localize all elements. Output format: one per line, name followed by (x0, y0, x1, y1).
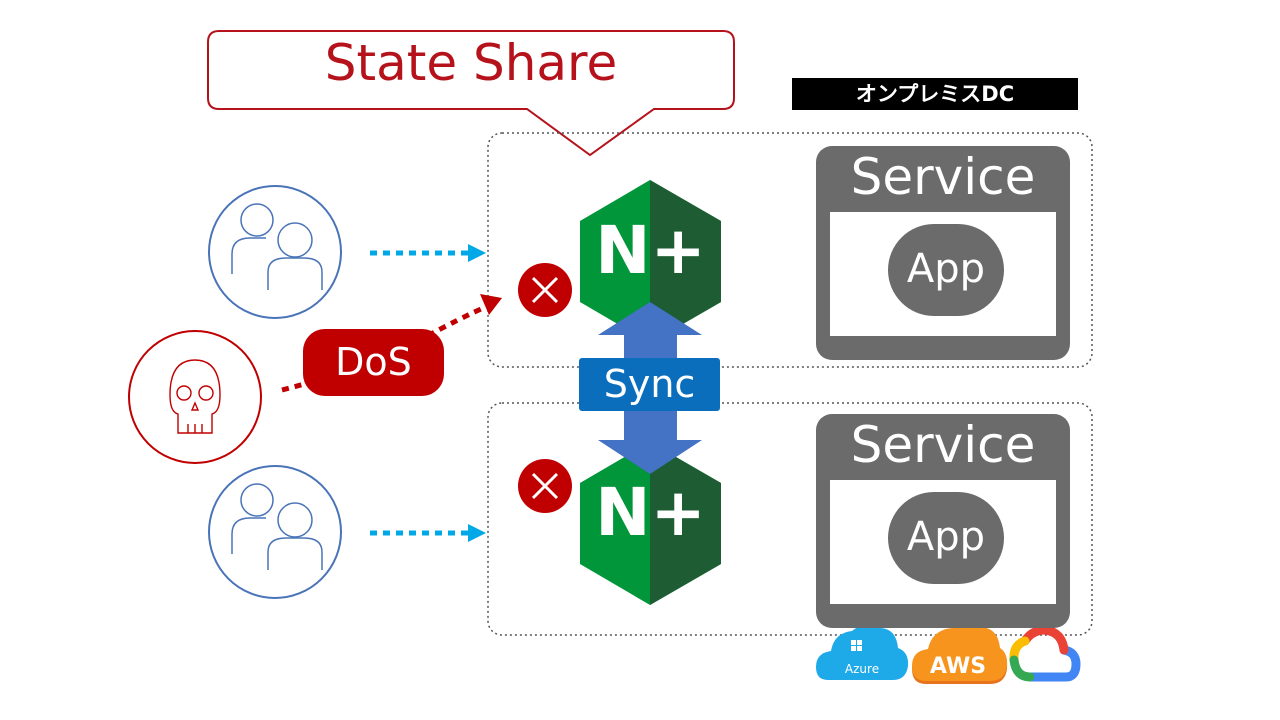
app-pill: App (888, 224, 1004, 316)
service-title: Service (850, 416, 1036, 474)
service-title: Service (850, 148, 1036, 206)
dc-box-bottom (487, 402, 1093, 636)
dc-box-top (487, 132, 1093, 368)
app-pill: App (888, 492, 1004, 584)
aws-logo: AWS (912, 623, 1008, 684)
users-icon (208, 465, 342, 599)
azure-logo: Azure (816, 625, 909, 680)
traffic-arrow-bottom (370, 524, 486, 542)
traffic-arrow-top (370, 244, 486, 262)
nginx-plus-text: N+ (595, 212, 706, 289)
service-inner: App (830, 480, 1056, 604)
nginx-plus-text: N+ (595, 474, 706, 551)
google-cloud-logo (1009, 625, 1081, 682)
dos-label: DoS (303, 329, 444, 396)
service-box: Service App (816, 414, 1070, 628)
users-icon (208, 185, 342, 319)
svg-text:AWS: AWS (930, 654, 986, 679)
state-share-callout (207, 30, 735, 157)
skull-icon (128, 330, 262, 464)
state-share-text: State Share (324, 34, 618, 92)
block-x-icon (518, 263, 572, 317)
onprem-dc-label: オンプレミスDC (792, 78, 1078, 110)
service-inner: App (830, 212, 1056, 336)
nginx-plus-logo (580, 442, 721, 605)
sync-label: Sync (579, 358, 720, 411)
svg-text:Azure: Azure (845, 662, 879, 676)
block-x-icon (518, 459, 572, 513)
nginx-plus-logo (580, 180, 721, 343)
service-box: Service App (816, 146, 1070, 360)
